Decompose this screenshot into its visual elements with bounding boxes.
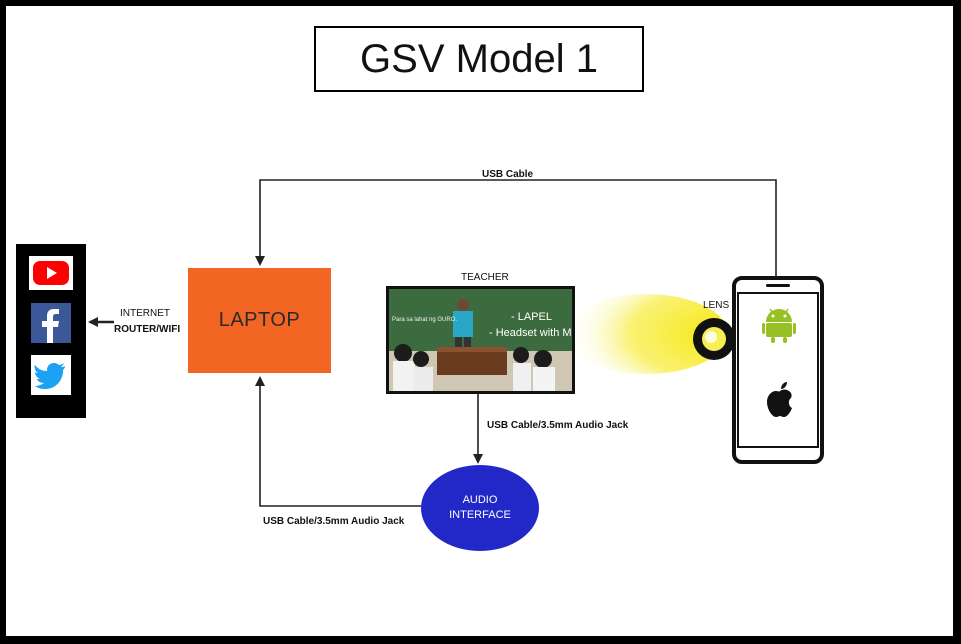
phone-speaker: [766, 284, 790, 287]
headset-label: - Headset with Mic: [489, 327, 575, 339]
diagram-title: GSV Model 1: [314, 26, 644, 92]
router-wifi-label: ROUTER/WIFI: [114, 324, 181, 335]
classroom-photo: Para sa lahat ng GURO. - LAPEL - Headset…: [386, 286, 575, 394]
photo-banner-text: Para sa lahat ng GURO.: [392, 317, 458, 323]
social-media-panel: [16, 244, 86, 418]
lapel-label: - LAPEL: [511, 311, 552, 323]
smartphone: [732, 276, 824, 464]
usb-audio-jack-label-lower: USB Cable/3.5mm Audio Jack: [263, 516, 405, 527]
usb-audio-jack-label-upper: USB Cable/3.5mm Audio Jack: [487, 420, 629, 431]
usb-cable-top-label: USB Cable: [482, 169, 534, 180]
youtube-icon: [29, 254, 73, 292]
audio-interface-line2: INTERFACE: [449, 509, 511, 521]
audio-interface-line1: AUDIO: [462, 494, 498, 506]
laptop-box: LAPTOP: [188, 268, 331, 373]
internet-label: INTERNET: [120, 308, 170, 319]
audio-interface: AUDIO INTERFACE: [421, 465, 539, 551]
usb-cable-bottom-line: [255, 376, 421, 507]
apple-icon: [764, 380, 796, 423]
teacher-label: TEACHER: [461, 272, 509, 283]
lens-light-beam: [564, 294, 728, 374]
lens-label: LENS: [703, 300, 730, 311]
usb-cable-top-line: [255, 179, 777, 276]
diagram-canvas: GSV Model 1 INTERNET ROUTER/WIFI LAPTOP …: [4, 4, 955, 638]
classroom-scene: [389, 289, 572, 391]
twitter-icon: [29, 355, 73, 395]
laptop-label: LAPTOP: [218, 309, 301, 331]
phone-screen: [737, 292, 819, 448]
android-icon: [762, 306, 796, 349]
facebook-icon: [29, 303, 73, 343]
connector-lines: [88, 179, 777, 507]
